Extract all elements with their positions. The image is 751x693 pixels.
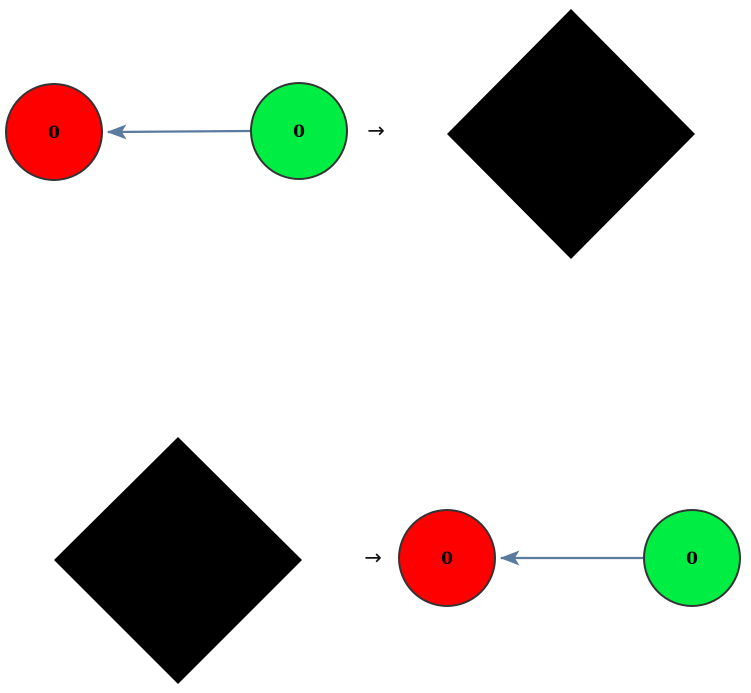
node-green-bottom[interactable]: 0 (643, 509, 741, 607)
black-diamond-top (447, 9, 695, 259)
edge-green-to-red-top[interactable] (106, 124, 251, 140)
graph-top: 0 0 (5, 82, 348, 181)
node-red-top[interactable]: 0 (5, 83, 103, 181)
row-bottom: 0 0 (54, 437, 741, 684)
transform-arrow-bottom: → (364, 545, 382, 570)
node-label: 0 (441, 549, 453, 569)
node-circle[interactable] (5, 83, 103, 181)
node-green-top[interactable]: 0 (250, 82, 348, 180)
node-label: 0 (293, 122, 305, 142)
node-circle[interactable] (398, 509, 496, 607)
node-circle[interactable] (643, 509, 741, 607)
node-label: 0 (48, 123, 60, 143)
black-diamond-bottom (54, 437, 302, 684)
node-red-bottom[interactable]: 0 (398, 509, 496, 607)
transform-arrow-top: → (367, 118, 385, 143)
node-circle[interactable] (250, 82, 348, 180)
node-label: 0 (686, 549, 698, 569)
row-top: 0 0 (5, 9, 695, 259)
graph-bottom: 0 0 (398, 509, 741, 607)
